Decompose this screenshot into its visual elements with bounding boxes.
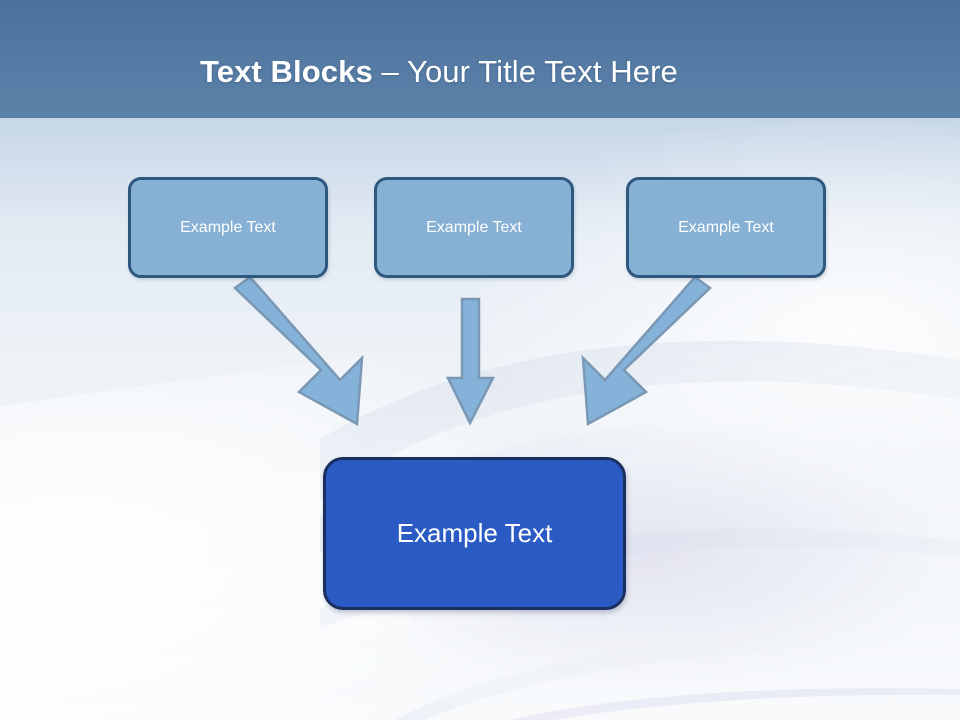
top-box-2[interactable]: Example Text bbox=[374, 177, 574, 278]
top-box-3-label: Example Text bbox=[678, 218, 774, 236]
top-box-1[interactable]: Example Text bbox=[128, 177, 328, 278]
top-box-1-label: Example Text bbox=[180, 218, 276, 236]
title-separator: – bbox=[372, 54, 408, 89]
main-box-label: Example Text bbox=[396, 518, 553, 548]
main-box[interactable]: Example Text bbox=[323, 457, 626, 610]
top-box-3[interactable]: Example Text bbox=[626, 177, 826, 278]
title-regular-part: Your Title Text Here bbox=[407, 54, 678, 89]
title-bold-part: Text Blocks bbox=[200, 54, 373, 89]
top-box-2-label: Example Text bbox=[426, 218, 522, 236]
slide-title: Text Blocks – Your Title Text Here bbox=[200, 54, 678, 90]
